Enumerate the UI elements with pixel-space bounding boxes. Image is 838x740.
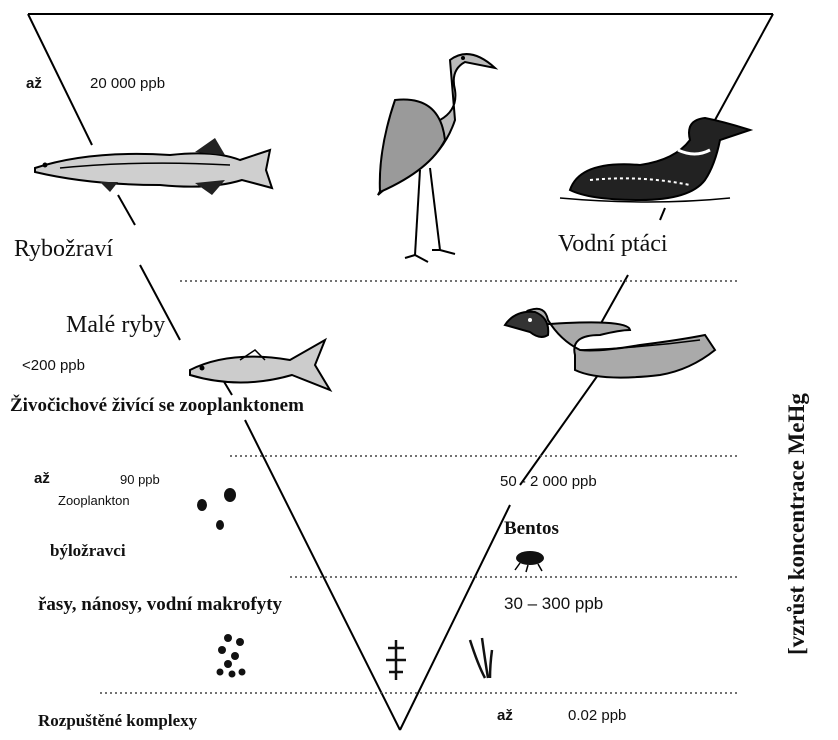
duck-icon [505, 309, 715, 378]
zoo-prefix: až [34, 471, 50, 486]
zoo-value: 90 ppb [120, 473, 160, 486]
loon-icon [560, 118, 750, 202]
zooplankton-eaters-label: Živočichové živící se zooplanktonem [10, 396, 304, 415]
benthos-icon [515, 551, 544, 572]
algae-label: řasy, nánosy, vodní makrofyty [38, 595, 282, 614]
top-prefix: až [26, 76, 42, 91]
fish-icon [35, 138, 272, 195]
small-fish-value: <200 ppb [22, 358, 85, 373]
dissolved-label: Rozpuštěné komplexy [38, 712, 197, 729]
small-fish-label: Malé ryby [66, 313, 165, 337]
bottom-prefix: až [497, 708, 513, 723]
small-fish-icon [190, 340, 330, 390]
herbivores-label: býložravci [50, 542, 126, 559]
algae-icon [217, 634, 246, 678]
benthos-value: 50 - 2 000 ppb [500, 474, 597, 489]
axis-label: [vzrůst koncentrace MeHg [785, 393, 808, 655]
level-separators [100, 281, 738, 693]
algae-value: 30 – 300 ppb [504, 595, 603, 612]
heron-icon [378, 54, 495, 262]
water-birds-label: Vodní ptáci [558, 232, 668, 256]
bottom-value: 0.02 ppb [568, 708, 626, 723]
zooplankton-label: Zooplankton [58, 494, 130, 507]
top-value: 20 000 ppb [90, 76, 165, 91]
plant-icon [386, 638, 492, 680]
benthos-label: Bentos [504, 519, 559, 538]
zooplankton-icon [197, 488, 236, 530]
fish-eaters-label: Rybožraví [14, 237, 113, 261]
